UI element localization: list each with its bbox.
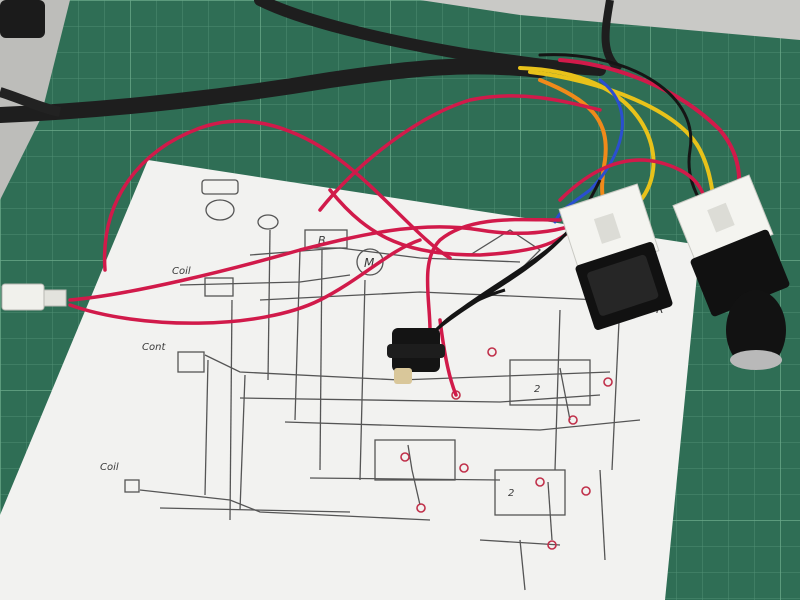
- mini-switch: [387, 328, 445, 384]
- black-cable-thick: [0, 58, 548, 123]
- device-corner: [0, 0, 45, 38]
- coil-symbol-top: [205, 199, 235, 221]
- coil-box-bottom: [124, 479, 140, 493]
- coil-symbol-2: [257, 214, 279, 230]
- contact-marks: [400, 347, 613, 550]
- cont-box-symbol: [204, 277, 234, 297]
- label-coil-bottom: Coil: [100, 462, 119, 473]
- label-num-2b: 2: [508, 488, 514, 499]
- rocker-switch-right: [672, 174, 790, 370]
- plug-symbol-top: [201, 179, 239, 195]
- table-surface: [0, 0, 800, 40]
- white-connector: [1, 283, 67, 311]
- black-cable-left-edge: [0, 87, 62, 117]
- label-num-2a: 2: [534, 384, 540, 395]
- rocker-switch-left: [558, 183, 673, 330]
- label-cont: Cont: [142, 342, 166, 353]
- cont-box-symbol-2: [177, 351, 205, 373]
- red-wires: [68, 94, 710, 397]
- black-cable-right: [601, 0, 623, 74]
- black-cable-thick-2: [254, 0, 606, 76]
- label-motor: M: [364, 256, 375, 270]
- label-b: B: [318, 234, 326, 247]
- knob: [726, 290, 786, 370]
- label-coil-top: Coil: [172, 266, 191, 277]
